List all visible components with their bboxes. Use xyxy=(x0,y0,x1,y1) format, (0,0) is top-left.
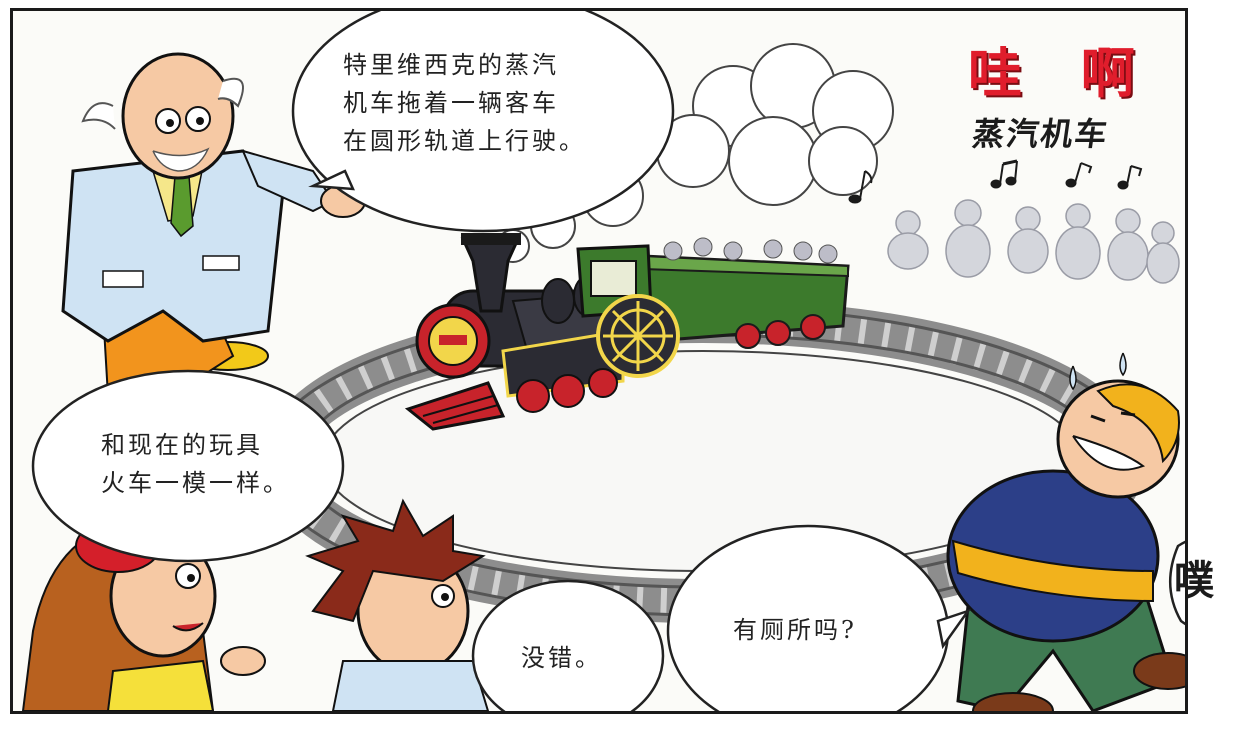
fat-man-character xyxy=(946,352,1185,711)
boy-speech-text: 没错。 xyxy=(521,644,602,672)
steam-locomotive xyxy=(404,233,850,431)
comic-panel: 哇 啊 蒸汽机车 特里维西克的蒸汽 机车拖着一辆客车 在圆形轨道上行驶。 和现在… xyxy=(10,8,1188,714)
girl-character xyxy=(21,519,266,711)
fat-man-speech-text: 有厕所吗? xyxy=(733,616,857,644)
speech-bubble-boy xyxy=(471,579,665,711)
girl-speech-text: 和现在的玩具 火车一模一样。 xyxy=(101,431,290,497)
sound-title: 哇 啊 xyxy=(968,42,1155,105)
doctor-speech-text: 特里维西克的蒸汽 机车拖着一辆客车 在圆形轨道上行驶。 xyxy=(343,51,586,155)
sfx-text: 噗 xyxy=(1174,558,1214,604)
crowd xyxy=(887,199,1180,284)
boy-character xyxy=(305,498,490,711)
speech-bubble-doctor xyxy=(291,11,675,233)
sfx-burst xyxy=(1168,540,1185,626)
topic-title: 蒸汽机车 xyxy=(970,115,1112,153)
comic-scene xyxy=(21,11,1185,711)
music-note-icon xyxy=(848,159,1143,204)
speech-bubble-girl xyxy=(31,369,345,563)
speech-bubble-fat-man xyxy=(666,524,972,711)
